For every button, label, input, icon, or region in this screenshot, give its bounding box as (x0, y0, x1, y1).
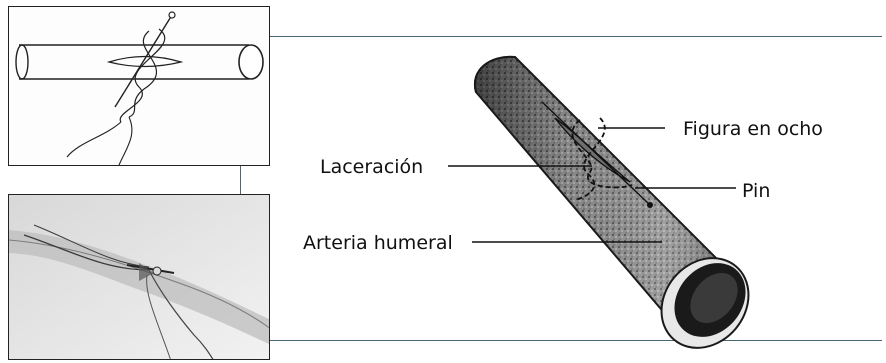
label-figure-eight: Figura en ocho (683, 118, 823, 140)
artery-tube (475, 57, 767, 363)
label-humeral-artery: Arteria humeral (303, 232, 453, 254)
label-pin: Pin (742, 180, 770, 202)
label-laceration: Laceración (320, 156, 423, 178)
